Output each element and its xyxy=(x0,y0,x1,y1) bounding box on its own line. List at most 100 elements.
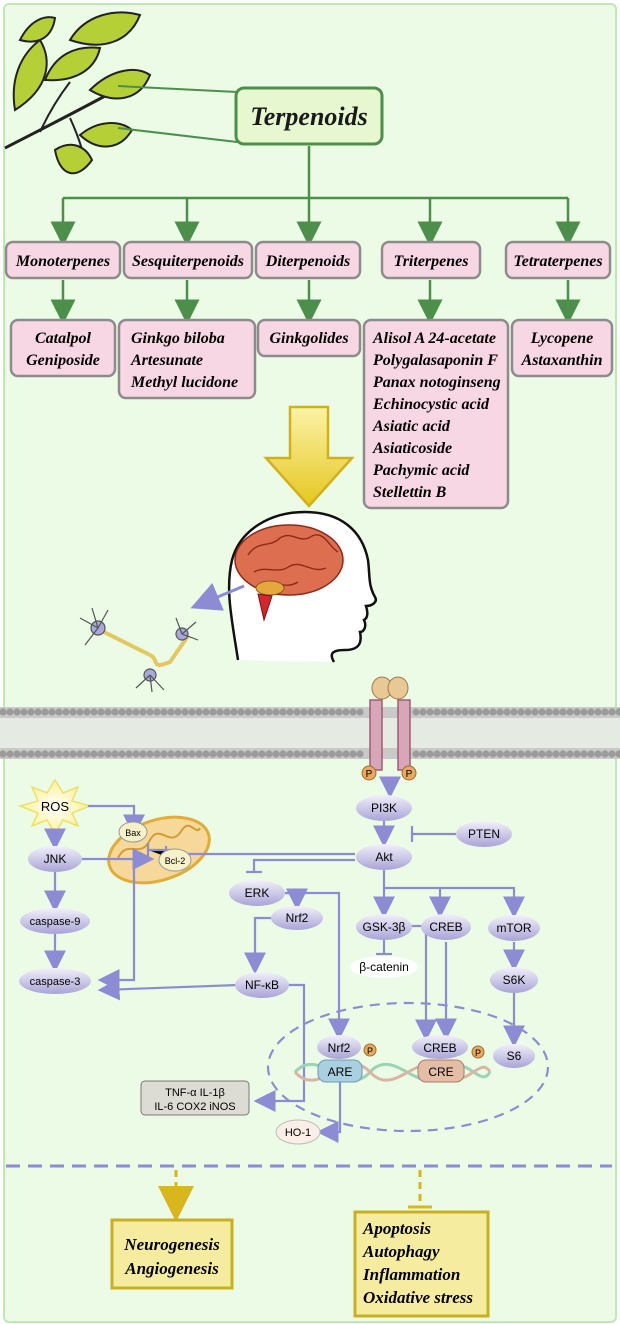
cytokine-line: IL-6 COX2 iNOS xyxy=(154,1101,235,1113)
lipid-head xyxy=(209,708,217,716)
pathway-node-pten: PTEN xyxy=(456,821,512,847)
lipid-head xyxy=(293,708,301,716)
lipid-head xyxy=(307,708,315,716)
lipid-head xyxy=(97,750,105,758)
lipid-head xyxy=(601,708,609,716)
lipid-head xyxy=(349,708,357,716)
lipid-head xyxy=(279,708,287,716)
lipid-head xyxy=(349,750,357,758)
outcome-label: Apoptosis xyxy=(362,1219,431,1238)
lipid-head xyxy=(20,750,28,758)
lipid-head xyxy=(300,708,308,716)
lipid-head xyxy=(6,750,14,758)
ros-label: ROS xyxy=(41,799,70,814)
pathway-node-bcl2: Bcl-2 xyxy=(158,848,192,872)
node-shape xyxy=(356,844,412,870)
cytokine-line: TNF-α IL-1β xyxy=(165,1087,225,1099)
lipid-head xyxy=(314,708,322,716)
lipid-head xyxy=(538,708,546,716)
compound-label: Panax notoginseng xyxy=(372,374,501,391)
nucleus-element-cre: CRE xyxy=(417,1059,465,1083)
pathway-node-mtor: mTOR xyxy=(488,915,540,941)
node-label: PI3K xyxy=(371,801,397,815)
lipid-head xyxy=(580,750,588,758)
receptor-illustration: P P xyxy=(361,676,417,781)
lipid-head xyxy=(440,708,448,716)
class-label: Monoterpenes xyxy=(15,253,110,270)
outcome-label: Autophagy xyxy=(362,1242,440,1261)
lipid-head xyxy=(83,750,91,758)
lipid-head xyxy=(608,750,616,758)
node-shape xyxy=(490,967,538,993)
node-label: JNK xyxy=(44,852,67,866)
lipid-head xyxy=(202,750,210,758)
lipid-head xyxy=(251,708,259,716)
lipid-head xyxy=(531,708,539,716)
lipid-head xyxy=(258,750,266,758)
node-label: Nrf2 xyxy=(286,911,309,925)
lipid-head xyxy=(244,750,252,758)
lipid-head xyxy=(566,708,574,716)
lipid-head xyxy=(454,750,462,758)
lipid-head xyxy=(447,708,455,716)
lipid-head xyxy=(41,708,49,716)
lipid-head xyxy=(13,750,21,758)
outcome-promoted-box: Neurogenesis Angiogenesis xyxy=(110,1218,234,1290)
compounds-sesquiterpenoids: Ginkgo biloba Artesunate Methyl lucidone xyxy=(117,318,257,400)
lipid-head xyxy=(496,750,504,758)
node-label: Nrf2 xyxy=(328,1041,351,1055)
lipid-head xyxy=(594,750,602,758)
node-label: CREB xyxy=(429,920,462,934)
compounds-monoterpenes: Catalpol Geniposide xyxy=(9,318,117,378)
compound-label: Echinocystic acid xyxy=(372,396,490,413)
node-shape xyxy=(235,972,289,998)
node-label: ERK xyxy=(245,886,270,900)
lipid-head xyxy=(272,750,280,758)
node-label: NF-κB xyxy=(245,978,279,992)
lipid-head xyxy=(496,708,504,716)
compound-label: Ginkgo biloba xyxy=(131,330,225,347)
lipid-head xyxy=(510,708,518,716)
pathway-node-creb: CREB xyxy=(421,914,471,940)
node-label: Bcl-2 xyxy=(165,856,186,866)
lipid-head xyxy=(580,708,588,716)
pathway-node-s6: S6 xyxy=(493,1044,535,1068)
node-label: S6 xyxy=(507,1049,522,1063)
plant-leaves-illustration xyxy=(4,11,152,175)
head-brain-illustration xyxy=(190,510,377,663)
lipid-head xyxy=(104,708,112,716)
lipid-head xyxy=(181,750,189,758)
pathway-node-casp3: caspase-3 xyxy=(19,968,91,994)
pathway-node-bax: Bax xyxy=(118,821,148,843)
class-label: Sesquiterpenoids xyxy=(132,253,244,270)
lipid-head xyxy=(559,750,567,758)
lipid-head xyxy=(482,750,490,758)
lipid-head xyxy=(195,708,203,716)
lipid-head xyxy=(223,750,231,758)
class-triterpenes: Triterpenes xyxy=(380,240,482,280)
lipid-head xyxy=(195,750,203,758)
node-label: S6K xyxy=(503,973,526,987)
compound-label: Lycopene xyxy=(530,330,593,347)
lipid-head xyxy=(34,750,42,758)
lipid-head xyxy=(146,708,154,716)
cell-membrane xyxy=(0,707,620,759)
lipid-head xyxy=(342,750,350,758)
compound-label: Methyl lucidone xyxy=(130,374,238,391)
outcome-label: Angiogenesis xyxy=(124,1259,219,1278)
node-label: CRE xyxy=(428,1065,453,1079)
node-shape xyxy=(19,968,91,994)
lipid-head xyxy=(286,750,294,758)
compound-label: Artesunate xyxy=(130,352,203,369)
lipid-head xyxy=(601,750,609,758)
lipid-head xyxy=(510,750,518,758)
lipid-head xyxy=(433,708,441,716)
lipid-head xyxy=(153,708,161,716)
lipid-head xyxy=(265,708,273,716)
nucleus-factor-nrf2: Nrf2 P xyxy=(317,1035,377,1059)
compound-label: Catalpol xyxy=(35,330,92,347)
lipid-head xyxy=(412,708,420,716)
node-label: ARE xyxy=(328,1065,353,1079)
big-down-arrow-icon xyxy=(263,405,355,508)
